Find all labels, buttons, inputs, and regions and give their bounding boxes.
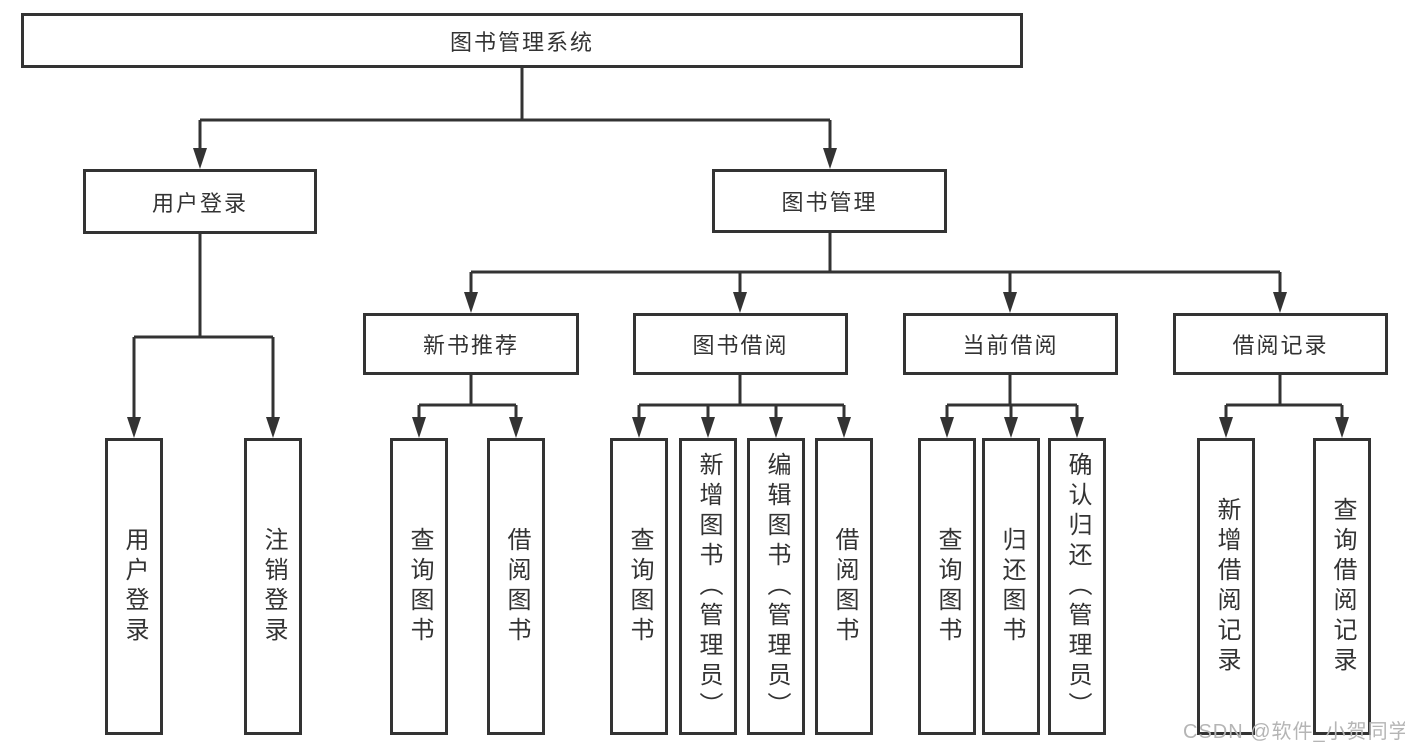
node-label: 图书管理 — [781, 190, 878, 215]
node-borrow-records: 借阅记录 — [1173, 313, 1388, 375]
node-leaf-logout: 注销登录 — [244, 438, 302, 735]
node-current-borrow: 当前借阅 — [903, 313, 1118, 375]
node-label: 新增图书（管理员） — [695, 451, 722, 722]
node-new-book-recommend: 新书推荐 — [363, 313, 579, 375]
node-label: 用户登录 — [121, 526, 148, 647]
node-leaf-query-borrow-record: 查询借阅记录 — [1313, 438, 1371, 735]
node-leaf-query-books-3: 查询图书 — [918, 438, 976, 735]
node-label: 查询图书 — [934, 526, 961, 647]
node-book-borrow: 图书借阅 — [633, 313, 848, 375]
node-label: 注销登录 — [260, 526, 287, 647]
node-label: 确认归还（管理员） — [1064, 451, 1091, 722]
arrowheads — [127, 148, 1349, 438]
node-leaf-borrow-books-2: 借阅图书 — [815, 438, 873, 735]
node-leaf-confirm-return-admin: 确认归还（管理员） — [1048, 438, 1106, 735]
node-user-login: 用户登录 — [83, 169, 317, 234]
node-label: 新书推荐 — [422, 333, 519, 358]
node-label: 图书管理系统 — [449, 29, 594, 55]
node-leaf-borrow-books-1: 借阅图书 — [487, 438, 545, 735]
node-label: 归还图书 — [998, 526, 1025, 647]
node-label: 借阅图书 — [831, 526, 858, 647]
node-label: 图书借阅 — [692, 333, 789, 358]
csdn-watermark: CSDN @软件_小贺同学 — [1183, 721, 1405, 743]
node-leaf-add-books-admin: 新增图书（管理员） — [679, 438, 737, 735]
node-label: 编辑图书（管理员） — [763, 451, 790, 722]
node-library-management-system: 图书管理系统 — [21, 13, 1023, 68]
node-leaf-edit-books-admin: 编辑图书（管理员） — [747, 438, 805, 735]
node-label: 用户登录 — [151, 190, 248, 216]
node-leaf-return-books: 归还图书 — [982, 438, 1040, 735]
node-label: 借阅图书 — [503, 526, 530, 647]
node-label: 查询借阅记录 — [1329, 496, 1356, 677]
node-label: 借阅记录 — [1232, 333, 1329, 358]
node-label: 当前借阅 — [962, 333, 1059, 358]
node-leaf-add-borrow-record: 新增借阅记录 — [1197, 438, 1255, 735]
node-leaf-user-login: 用户登录 — [105, 438, 163, 735]
node-label: 新增借阅记录 — [1213, 496, 1240, 677]
node-leaf-query-books-1: 查询图书 — [390, 438, 448, 735]
node-label: 查询图书 — [406, 526, 433, 647]
node-label: 查询图书 — [626, 526, 653, 647]
node-leaf-query-books-2: 查询图书 — [610, 438, 668, 735]
node-book-management: 图书管理 — [712, 169, 947, 233]
